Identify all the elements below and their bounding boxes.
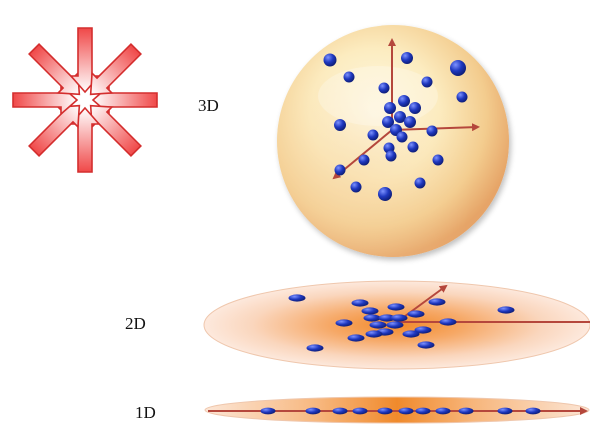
disk-2d <box>203 280 590 370</box>
line-point <box>497 407 513 415</box>
disk-point <box>347 334 365 342</box>
disk-point <box>351 299 369 307</box>
sphere-points <box>323 52 468 201</box>
disk-point <box>365 330 383 338</box>
inward-arrow <box>28 104 81 157</box>
sphere-point <box>432 154 444 166</box>
sphere-point <box>404 116 416 128</box>
inward-arrows-icon <box>12 27 158 173</box>
line-point <box>305 407 321 415</box>
disk-point <box>386 321 404 329</box>
sphere-point <box>396 131 408 143</box>
disk-point <box>402 330 420 338</box>
line-point <box>260 407 276 415</box>
disk-point <box>407 310 425 318</box>
disk-point <box>497 306 515 314</box>
line-point <box>352 407 368 415</box>
disk-point <box>369 321 387 329</box>
disk-point <box>428 298 446 306</box>
sphere-point <box>350 181 362 193</box>
disk-points <box>288 294 515 352</box>
sphere-point <box>384 102 396 114</box>
disk-point <box>378 314 396 322</box>
sphere-point <box>334 164 346 176</box>
label-2d: 2D <box>125 314 146 333</box>
line-point <box>415 407 431 415</box>
sphere-point <box>367 129 379 141</box>
label-3d: 3D <box>198 96 219 115</box>
line-point <box>458 407 474 415</box>
sphere-point <box>456 91 468 103</box>
disk-point <box>414 326 432 334</box>
disk-point <box>417 341 435 349</box>
disk-point <box>390 314 408 322</box>
disk-point <box>387 303 405 311</box>
sphere-point <box>378 187 392 201</box>
disk-point <box>335 319 353 327</box>
disk-point <box>361 307 379 315</box>
line-point <box>332 407 348 415</box>
line-point <box>435 407 451 415</box>
disk-point <box>363 314 381 322</box>
inward-arrow <box>89 104 142 157</box>
inward-arrow <box>28 43 81 96</box>
disk-point <box>288 294 306 302</box>
sphere-point <box>426 125 438 137</box>
sphere-point <box>421 76 433 88</box>
inward-arrow <box>89 43 142 96</box>
sphere-point <box>358 154 370 166</box>
label-1d: 1D <box>135 403 156 422</box>
sphere-point <box>398 95 410 107</box>
sphere-point <box>323 53 337 67</box>
sphere-3d <box>277 25 509 257</box>
sphere-point <box>409 102 421 114</box>
sphere-point <box>378 82 390 94</box>
sphere-point <box>382 116 394 128</box>
line-point <box>525 407 541 415</box>
line-point <box>398 407 414 415</box>
sphere-point <box>385 150 397 162</box>
sphere-point <box>450 60 466 76</box>
disk-point <box>439 318 457 326</box>
line-1d <box>204 396 590 424</box>
line-point <box>377 407 393 415</box>
line-points <box>260 407 541 415</box>
disk-point <box>306 344 324 352</box>
sphere-point <box>334 119 346 131</box>
sphere-point <box>414 177 426 189</box>
sphere-point <box>343 71 355 83</box>
sphere-point <box>401 52 413 64</box>
sphere-point <box>394 111 406 123</box>
sphere-point <box>407 141 419 153</box>
